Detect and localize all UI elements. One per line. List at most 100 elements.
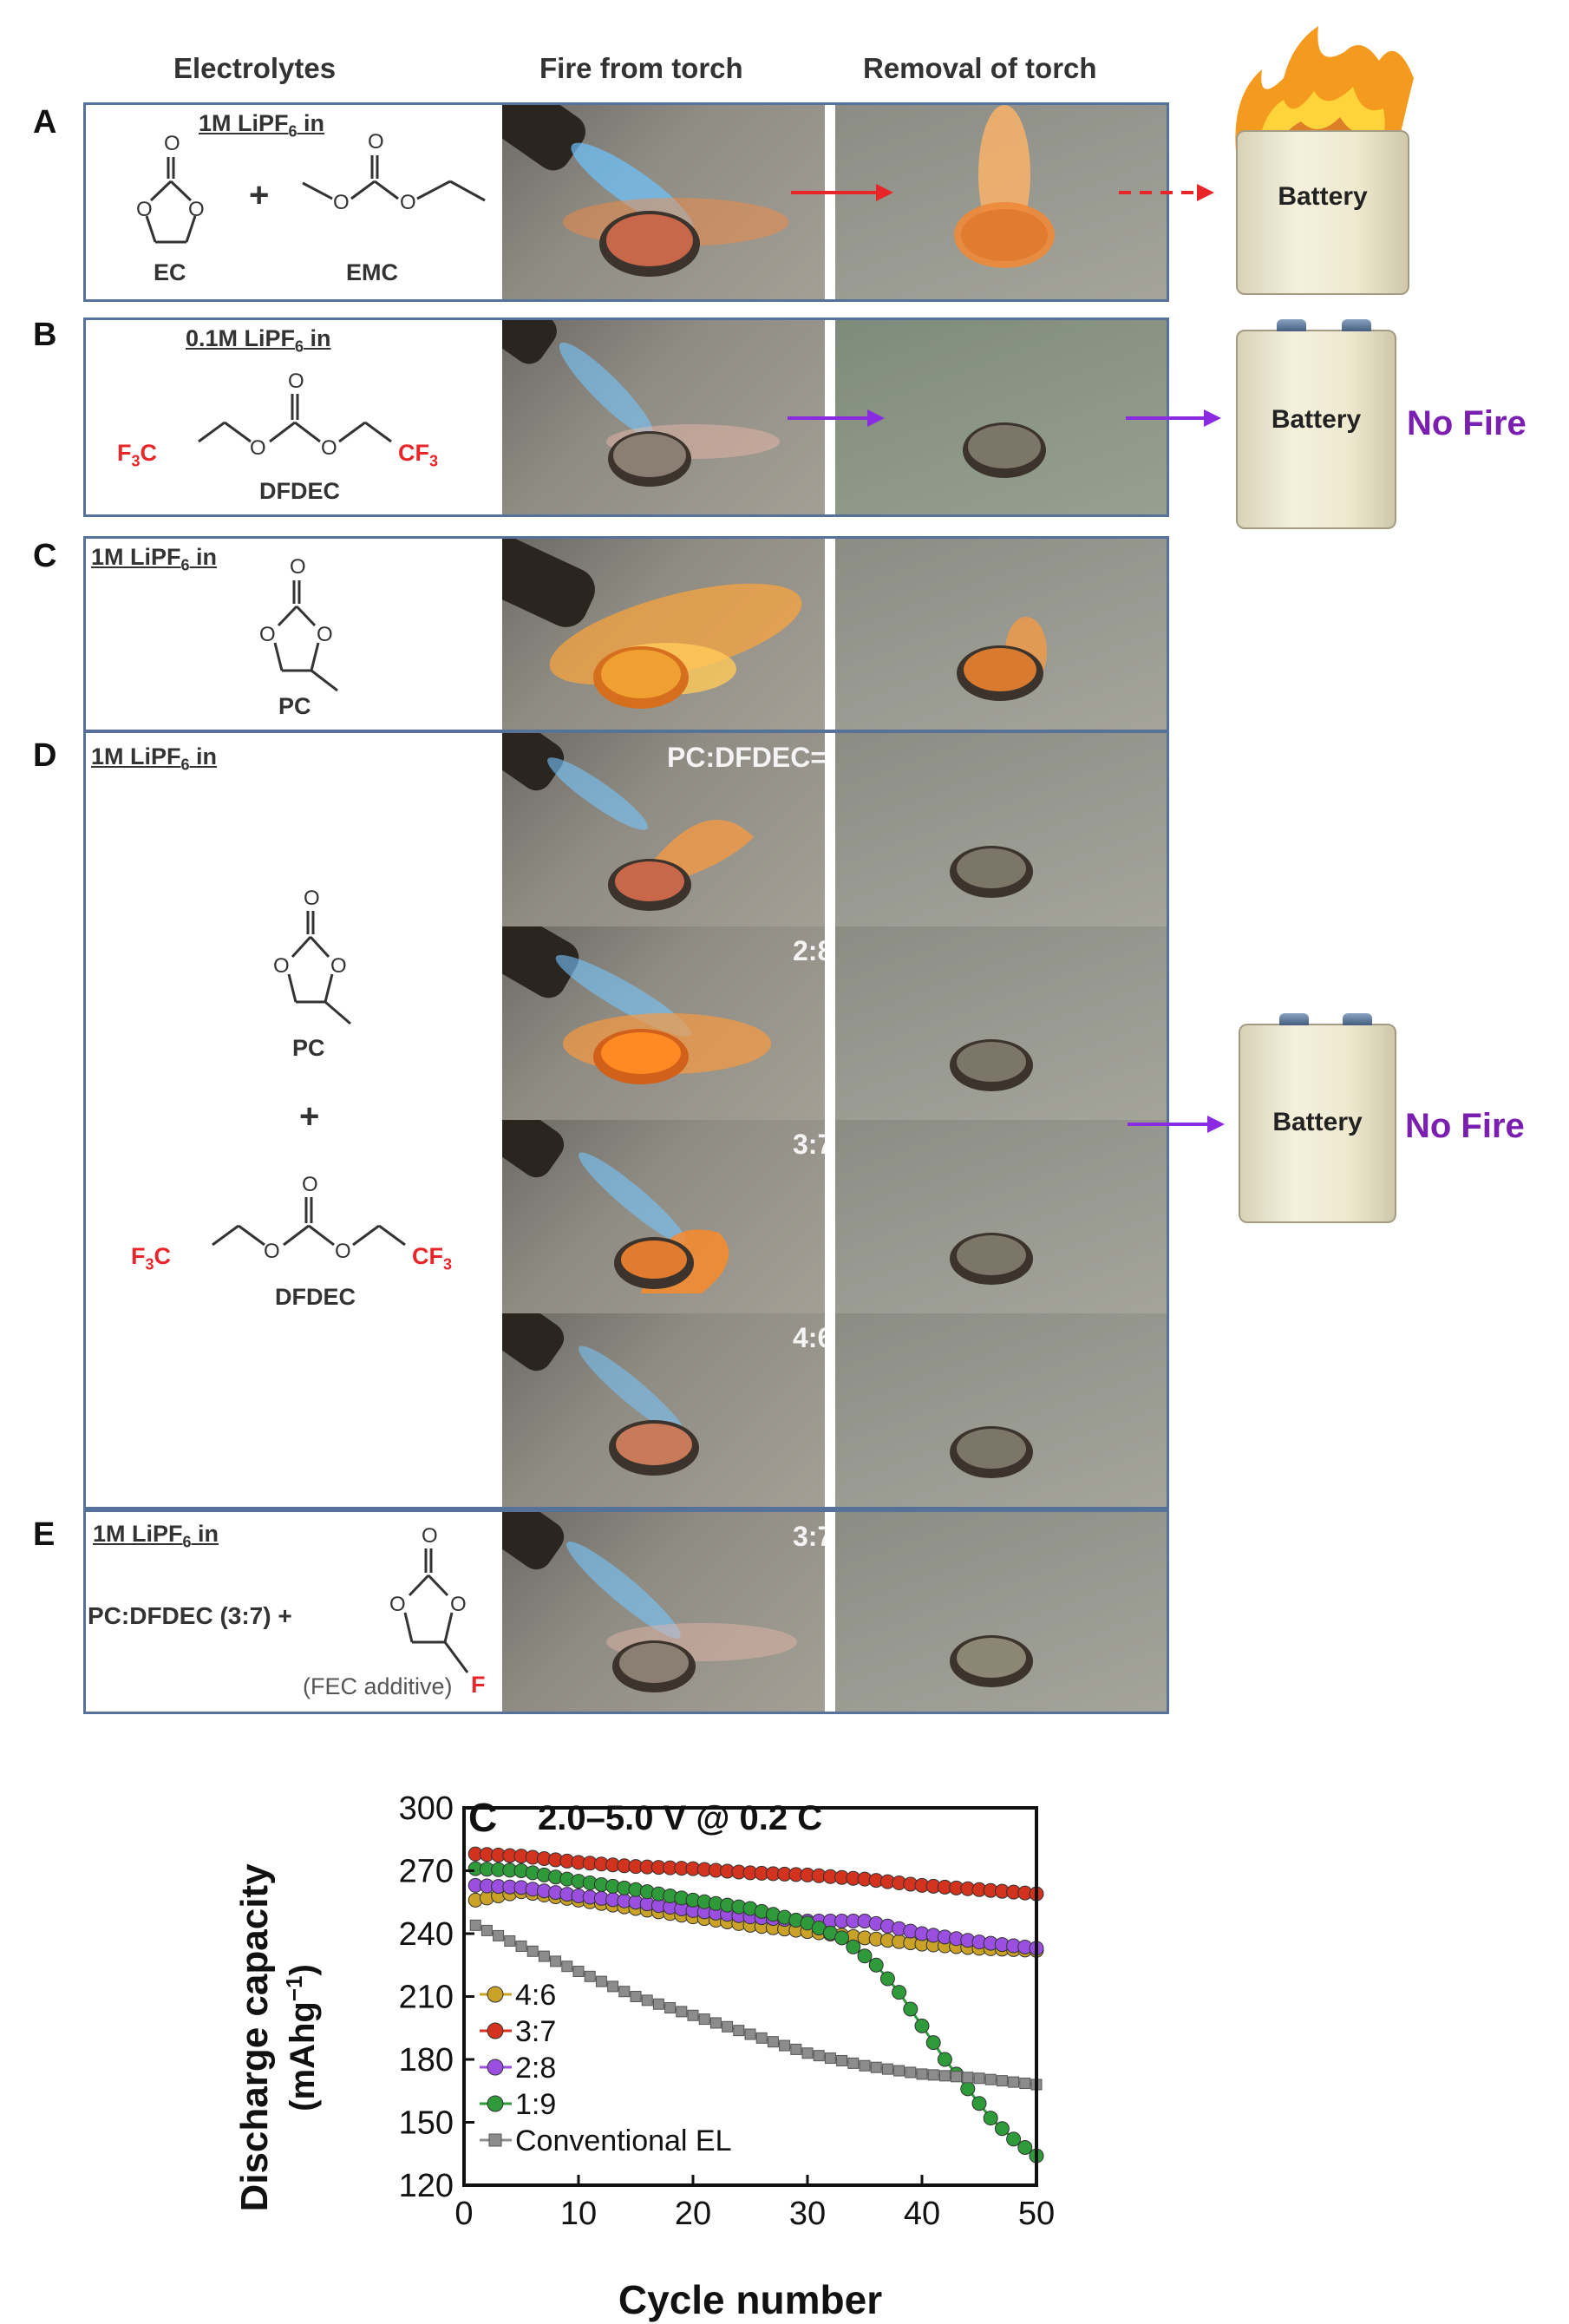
data-point [481, 1924, 493, 1936]
legend-item: 1:9 [480, 2088, 556, 2121]
data-point [595, 1975, 607, 1987]
y-tick-label: 240 [399, 1916, 454, 1953]
data-point [767, 2036, 779, 2048]
panel-d-separator [825, 733, 835, 1507]
battery-b-terminal-1 [1277, 319, 1306, 331]
y-tick-label: 210 [399, 1980, 454, 2016]
data-point [709, 2017, 722, 2029]
y-tick-label: 120 [399, 2168, 454, 2204]
panel-b-removal-photo [835, 320, 1167, 514]
x-tick-label: 50 [1018, 2196, 1055, 2232]
data-point [927, 2069, 939, 2081]
data-point [1008, 2076, 1020, 2088]
svg-text:O: O [188, 198, 205, 221]
y-tick-label: 270 [399, 1854, 454, 1890]
panel-d-fire-photo-1 [502, 733, 825, 926]
x-tick-label: 0 [454, 2196, 473, 2232]
panel-e: 1M LiPF6 in PC:DFDEC (3:7) + O O O F (FE… [83, 1509, 1169, 1714]
panel-a-fire-scene [502, 105, 788, 277]
data-point [859, 2059, 871, 2072]
panel-a-separator [825, 105, 835, 299]
chart-x-label: Cycle number [618, 2277, 882, 2322]
panel-c-separator [825, 539, 835, 730]
battery-d-terminal-2 [1343, 1013, 1372, 1025]
x-tick-label: 10 [560, 2196, 597, 2232]
legend-label: 1:9 [515, 2088, 556, 2121]
panel-b-mol-name: DFDEC [259, 478, 340, 504]
panel-d-plus: + [299, 1097, 320, 1136]
legend-label: 2:8 [515, 2052, 556, 2085]
panel-c-removal-photo [835, 539, 1167, 730]
panel-d-right-group: CF3 [412, 1243, 453, 1273]
panel-e-fluorine: F [471, 1672, 486, 1698]
panel-e-separator [825, 1512, 835, 1712]
svg-text:O: O [330, 954, 347, 978]
data-point [916, 2068, 928, 2080]
data-point [857, 1948, 873, 1964]
arrow-a-2-head [1197, 184, 1214, 201]
panel-a: 1M LiPF6 in O O O O O O EC [83, 102, 1169, 302]
data-point [469, 1919, 481, 1931]
data-point [971, 2096, 987, 2111]
panel-c-fire-photo [502, 539, 825, 730]
data-point [879, 1971, 895, 1987]
header-removal-of-torch: Removal of torch [863, 52, 1097, 84]
panel-d-removal-photo-4 [835, 1313, 1167, 1507]
data-point [1017, 2140, 1033, 2155]
panel-c-structure: O O O [259, 555, 338, 692]
data-point [755, 2032, 768, 2044]
data-point [905, 2066, 917, 2079]
panel-d-fire-scene-1 [502, 733, 754, 911]
chart-y-label-main: Discharge capacity [233, 1863, 276, 2212]
x-tick-label: 30 [789, 2196, 826, 2232]
data-point [698, 2013, 710, 2026]
x-tick-label: 40 [904, 2196, 940, 2232]
data-point [584, 1970, 596, 1982]
data-point [1006, 2131, 1022, 2147]
data-point [960, 2081, 976, 2097]
panel-a-electrolyte: 1M LiPF6 in O O O O O O EC [86, 105, 502, 299]
data-point [893, 2065, 905, 2077]
svg-text:O: O [450, 1593, 467, 1616]
panel-c-fire-scene [502, 539, 802, 709]
panel-label-d: D [33, 737, 57, 774]
svg-text:O: O [259, 623, 276, 646]
panel-d-mol1-name: PC [292, 1035, 325, 1061]
svg-text:O: O [164, 132, 180, 155]
panel-b-fire-scene [502, 320, 780, 487]
panel-d-removal-photo-2 [835, 926, 1167, 1120]
svg-text:O: O [273, 954, 290, 978]
panel-b-right-group: CF3 [398, 440, 439, 470]
y-tick-label: 300 [399, 1790, 454, 1827]
panel-d-left-group: F3C [131, 1243, 172, 1273]
legend-item: Conventional EL [480, 2124, 732, 2157]
battery-a: Battery [1236, 130, 1409, 295]
data-point [813, 2050, 825, 2062]
panel-e-fire-photo [502, 1512, 825, 1712]
panel-label-c: C [33, 538, 57, 574]
data-point [914, 2018, 930, 2033]
chart-title: 2.0–5.0 V @ 0.2 C [538, 1799, 822, 1837]
no-fire-b: No Fire [1407, 404, 1527, 442]
panel-e-mixture: PC:DFDEC (3:7) + [88, 1602, 292, 1629]
data-point [903, 2001, 919, 2017]
data-point [664, 2002, 677, 2014]
svg-text:O: O [389, 1593, 406, 1616]
chart-y-unit: (mAhg−1) [281, 1964, 322, 2111]
panel-label-e: E [33, 1516, 56, 1553]
y-tick-label: 150 [399, 2105, 454, 2142]
svg-text:O: O [422, 1524, 438, 1548]
panel-e-fec-structure: O O O [389, 1524, 469, 1673]
data-point [526, 1945, 539, 1957]
data-point [515, 1941, 527, 1952]
panel-e-salt: 1M LiPF6 in [93, 1521, 219, 1551]
panel-d-structures: O O O O O O [212, 887, 406, 1263]
battery-d: Battery [1239, 1013, 1396, 1223]
data-point [983, 2111, 998, 2126]
data-point [687, 2009, 699, 2021]
data-point [733, 2025, 745, 2037]
data-point [652, 1998, 664, 2010]
svg-text:(mAhg−1): (mAhg−1) [281, 1964, 322, 2111]
svg-text:O: O [400, 191, 416, 214]
panel-c-removal-scene [957, 617, 1047, 701]
